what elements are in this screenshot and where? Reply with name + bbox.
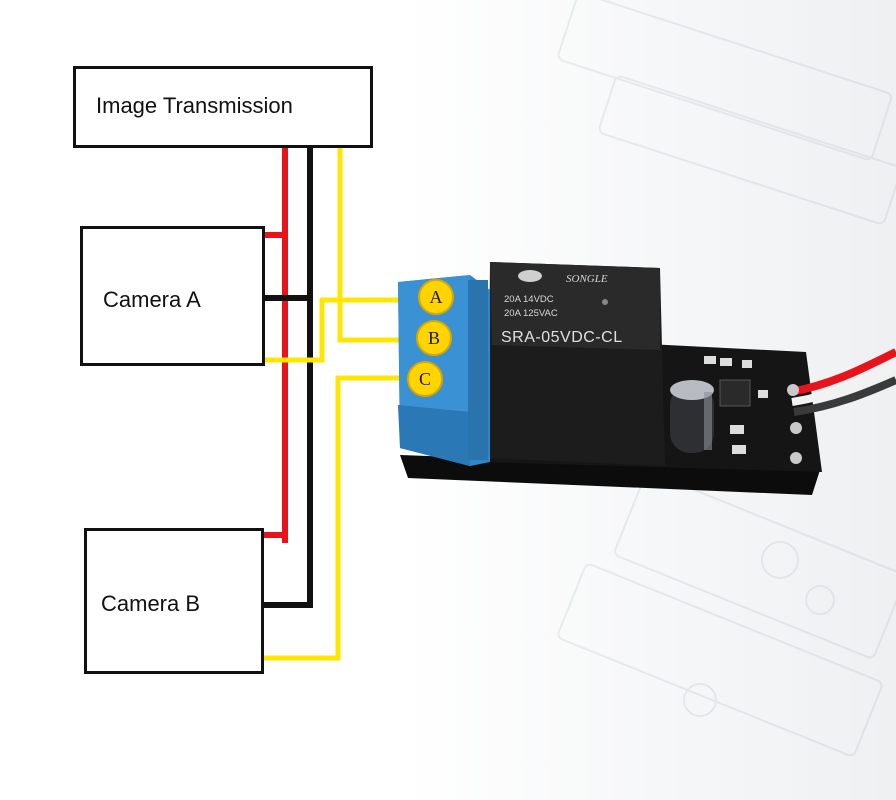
terminal-a-marker [418,279,454,315]
terminal-b-label: B [428,328,440,348]
image-transmission-label: Image Transmission [96,93,293,118]
yellow-wire-transmission-to-b [337,147,425,343]
pcb-edge [400,455,820,495]
relay-mark-icon [602,299,608,305]
terminal-c: C [407,361,443,397]
camera-b-label: Camera B [101,591,201,616]
relay-rating-ac: 20A 125VAC [504,308,558,319]
image-transmission-box: Image Transmission [73,66,373,148]
camera-a-label: Camera A [103,287,201,312]
terminal-c-marker [407,361,443,397]
relay: SONGLE 20A 14VDC 20A 125VAC SRA-05VDC-CL [488,262,665,466]
solder-pads [787,384,802,464]
terminal-c-label: C [419,369,431,389]
yellow-wire-camera-a-to-a [263,297,425,363]
smd-components [704,356,768,454]
terminal-a: A [418,279,454,315]
cable [789,348,896,416]
yellow-wire-camera-b-to-c [263,375,425,661]
relay-model: SRA-05VDC-CL [501,329,623,346]
camera-b-box: Camera B [84,528,264,674]
camera-a-box: Camera A [80,226,265,366]
terminal-a-label: A [430,287,443,307]
terminal-b-marker [416,320,452,356]
capacitor [670,380,714,453]
songle-logo-icon [518,270,542,282]
terminal-b: B [416,320,452,356]
black-wire [260,144,313,608]
relay-brand: SONGLE [566,273,608,285]
red-wire [260,144,288,543]
relay-rating-dc: 20A 14VDC [504,294,554,305]
